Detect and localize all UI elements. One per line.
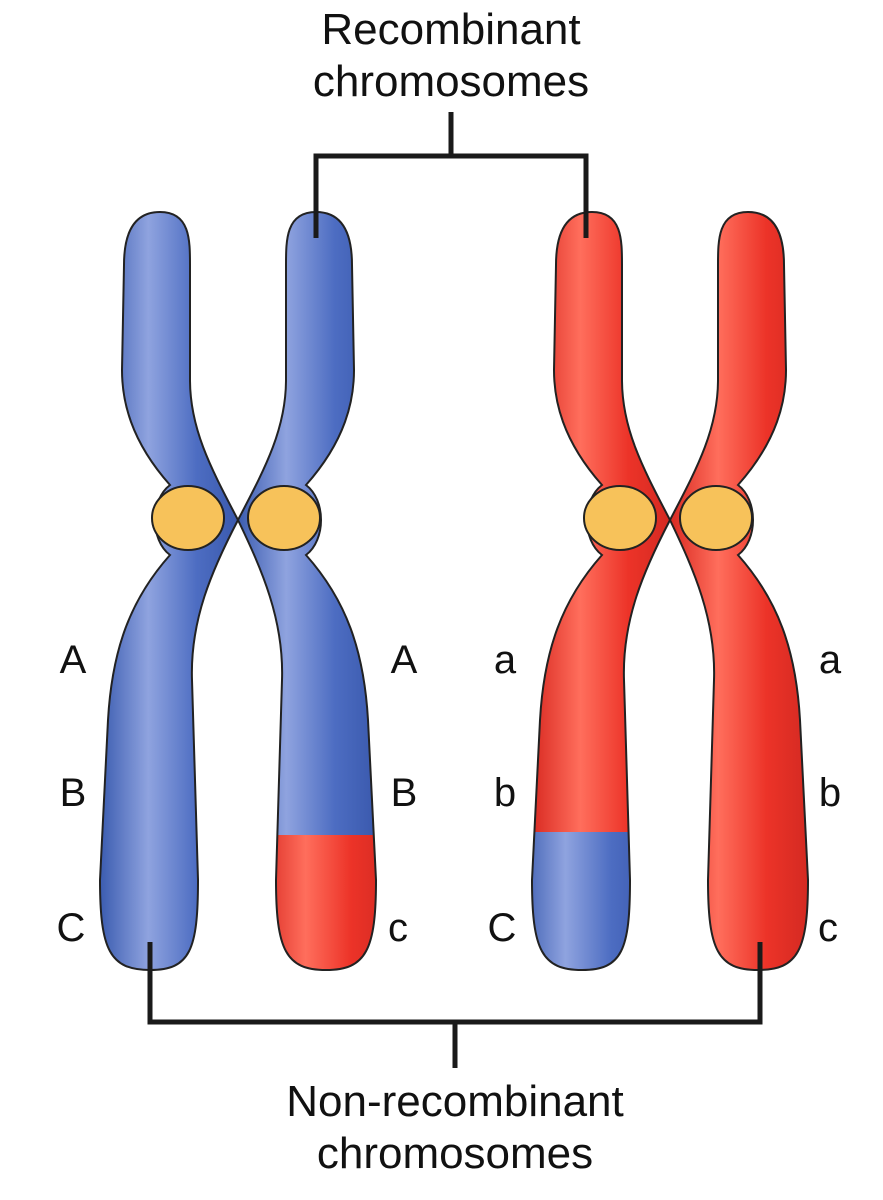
allele-label: c <box>388 906 408 950</box>
chromatid-blue-2 <box>237 211 377 971</box>
allele-label: C <box>56 906 86 950</box>
allele-label: c <box>818 906 838 950</box>
recombinant-bracket <box>313 112 589 238</box>
centromere-blue <box>151 485 321 551</box>
recombinant-label-line2: chromosomes <box>312 57 590 106</box>
allele-label: B <box>59 771 87 815</box>
allele-label: a <box>818 638 842 682</box>
allele-label: B <box>390 771 418 815</box>
chromatid-blue-1 <box>99 211 239 971</box>
allele-label: A <box>59 638 87 682</box>
allele-label: b <box>493 771 517 815</box>
recombinant-label-line1: Recombinant <box>321 5 581 54</box>
non-recombinant-label-line2: chromosomes <box>316 1129 594 1178</box>
centromere-red <box>583 485 753 551</box>
allele-label: a <box>493 638 517 682</box>
allele-label: b <box>818 771 842 815</box>
allele-label: A <box>390 638 418 682</box>
chromatid-red-1 <box>531 211 671 971</box>
allele-label: C <box>487 906 517 950</box>
non-recombinant-bracket <box>147 942 763 1068</box>
chromatid-red-2 <box>669 211 809 971</box>
non-recombinant-label-line1: Non-recombinant <box>286 1077 624 1126</box>
